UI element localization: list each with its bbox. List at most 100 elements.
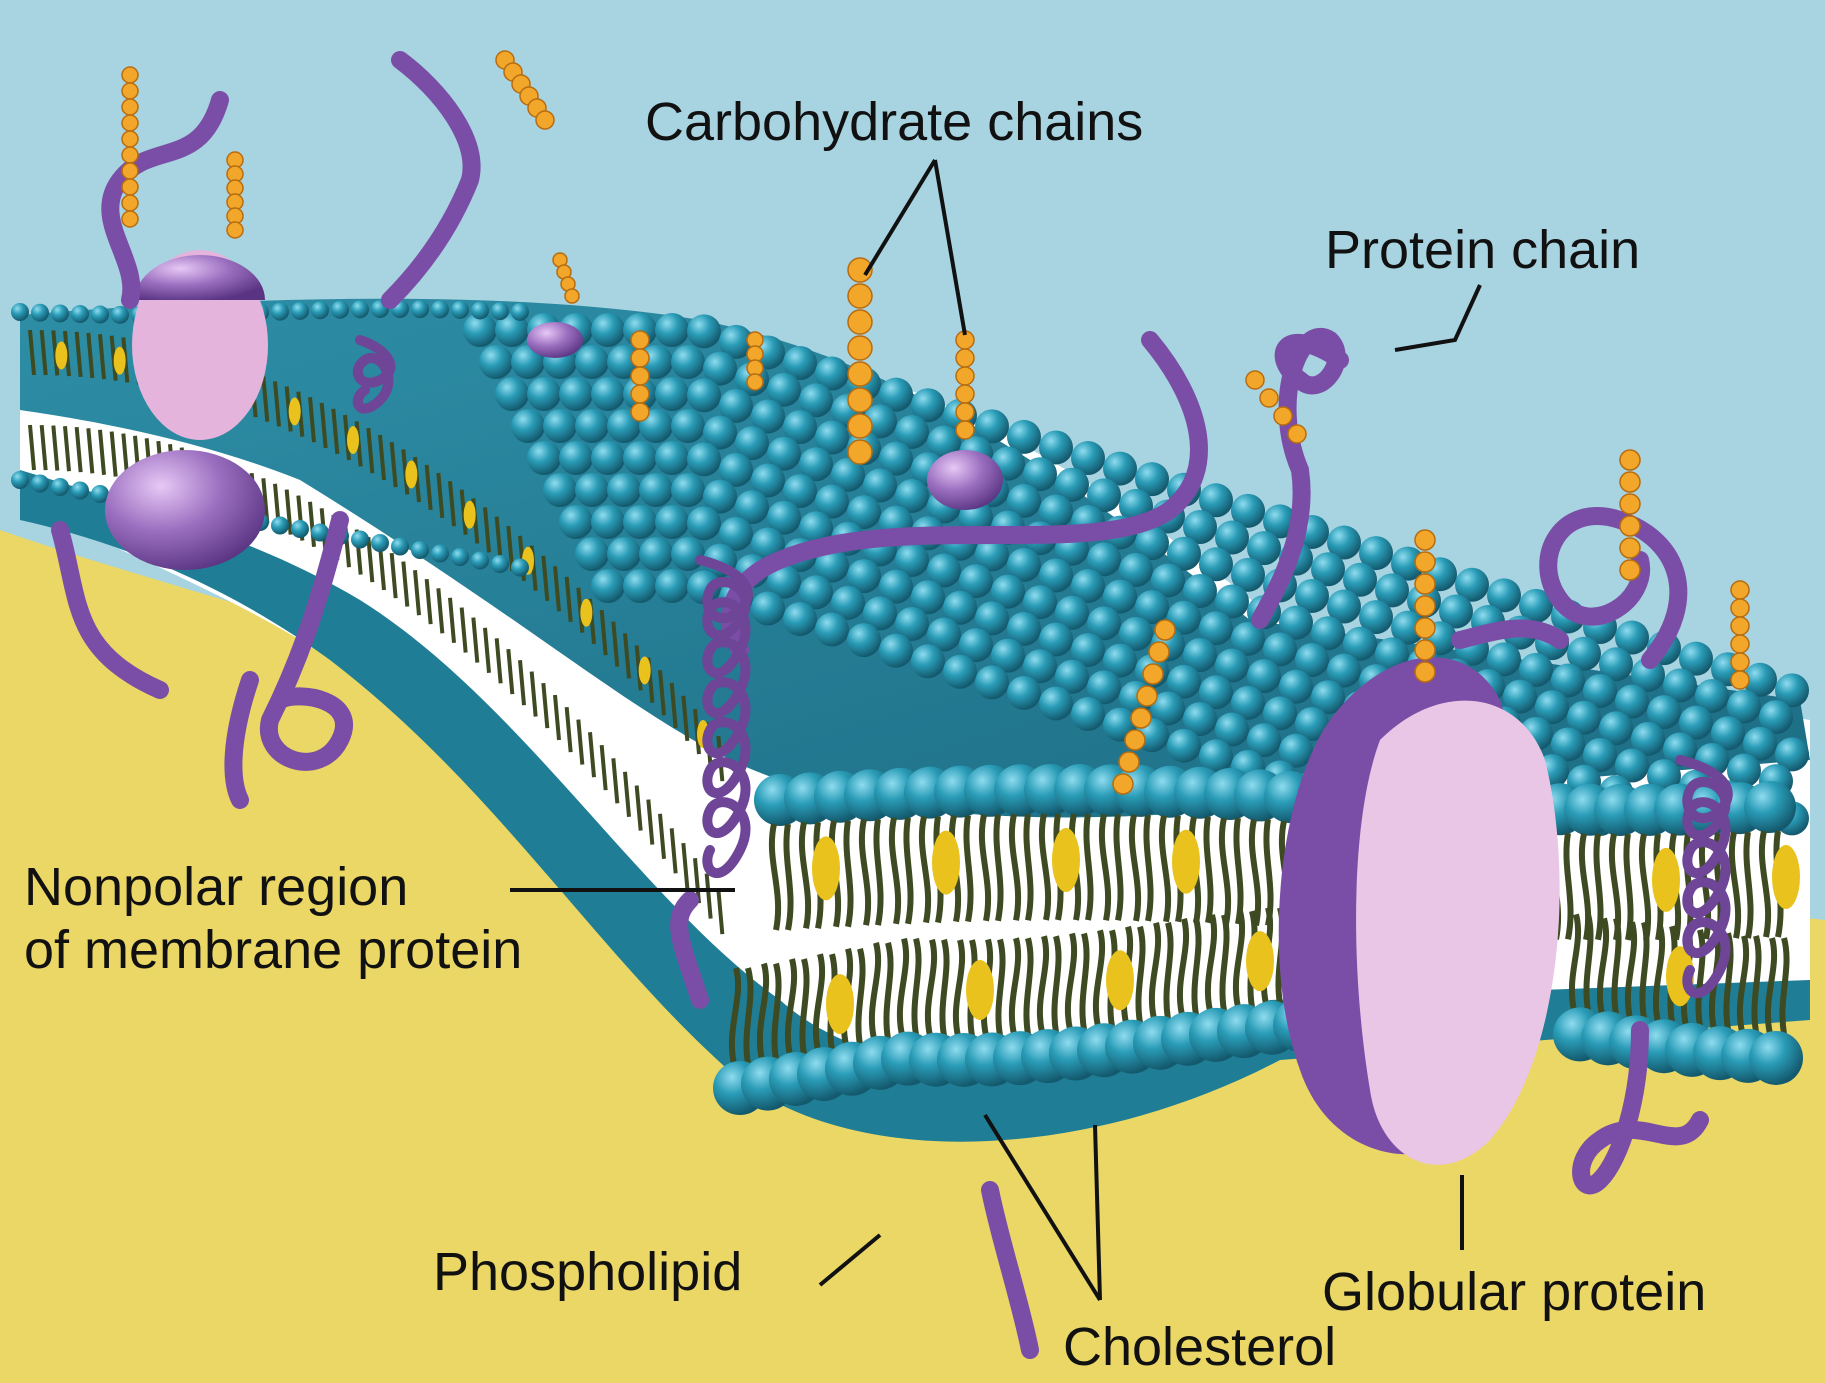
- cholesterol: [347, 426, 359, 454]
- phospholipid-head: [11, 303, 29, 321]
- phospholipid-head: [687, 442, 721, 476]
- cholesterol: [812, 836, 840, 900]
- label-nonpolar-region-line1: Nonpolar region: [24, 857, 408, 917]
- carbohydrate-bead: [848, 362, 872, 386]
- carbohydrate-bead: [565, 289, 579, 303]
- phospholipid-head: [51, 304, 69, 322]
- carbohydrate-bead: [1415, 574, 1435, 594]
- carbohydrate-bead: [1731, 617, 1749, 635]
- phospholipid-head: [575, 473, 609, 507]
- phospholipid-head: [71, 305, 89, 323]
- carbohydrate-bead: [122, 83, 138, 99]
- phospholipid-head: [291, 520, 309, 538]
- label-cholesterol: Cholesterol: [1063, 1317, 1336, 1377]
- cholesterol: [114, 347, 126, 375]
- carbohydrate-bead: [122, 195, 138, 211]
- phospholipid-head: [351, 531, 369, 549]
- phospholipid-head: [451, 301, 469, 319]
- cholesterol: [289, 397, 301, 425]
- phospholipid-head: [431, 545, 449, 563]
- phospholipid-head: [559, 377, 593, 411]
- carbohydrate-bead: [1143, 664, 1163, 684]
- phospholipid-head: [655, 441, 689, 475]
- label-protein-chain: Protein chain: [1325, 220, 1640, 280]
- label-phospholipid: Phospholipid: [433, 1242, 742, 1302]
- carbohydrate-bead: [122, 131, 138, 147]
- phospholipid-head: [1167, 729, 1201, 763]
- phospholipid-head: [623, 505, 657, 539]
- phospholipid-head: [271, 303, 289, 321]
- carbohydrate-bead: [1620, 472, 1640, 492]
- cholesterol: [1772, 845, 1800, 909]
- carbohydrate-bead: [536, 111, 554, 129]
- carbohydrate-bead: [122, 163, 138, 179]
- phospholipid-head: [111, 306, 129, 324]
- cholesterol: [932, 831, 960, 895]
- label-globular-protein: Globular protein: [1322, 1262, 1706, 1322]
- phospholipid-head: [271, 517, 289, 535]
- carbohydrate-bead: [747, 374, 763, 390]
- carbohydrate-bead: [1415, 618, 1435, 638]
- phospholipid-head: [591, 313, 625, 347]
- phospholipid-head: [639, 473, 673, 507]
- carbohydrate-bead: [122, 211, 138, 227]
- phospholipid-head: [1007, 676, 1041, 710]
- phospholipid-head: [11, 471, 29, 489]
- carbohydrate-bead: [227, 222, 243, 238]
- phospholipid-head: [575, 345, 609, 379]
- phospholipid-head: [623, 569, 657, 603]
- phospholipid-head: [71, 482, 89, 500]
- phospholipid-head: [687, 378, 721, 412]
- carbohydrate-bead: [122, 67, 138, 83]
- small-peripheral-protein: [927, 450, 1003, 510]
- carbohydrate-bead: [956, 403, 974, 421]
- phospholipid-head: [1749, 1031, 1803, 1085]
- phospholipid-head: [1744, 781, 1796, 833]
- phospholipid-head: [291, 302, 309, 320]
- phospholipid-head: [371, 534, 389, 552]
- phospholipid-head: [911, 644, 945, 678]
- carbohydrate-bead: [631, 367, 649, 385]
- phospholipid-head: [471, 552, 489, 570]
- carbohydrate-bead: [848, 336, 872, 360]
- phospholipid-head: [495, 377, 529, 411]
- phospholipid-head: [543, 409, 577, 443]
- phospholipid-head: [623, 441, 657, 475]
- phospholipid-head: [687, 314, 721, 348]
- phospholipid-head: [491, 555, 509, 573]
- carbohydrate-bead: [1119, 752, 1139, 772]
- cholesterol: [464, 501, 476, 529]
- cholesterol: [580, 599, 592, 627]
- phospholipid-head: [1071, 697, 1105, 731]
- carbohydrate-bead: [1620, 450, 1640, 470]
- small-peripheral-protein-2: [527, 322, 583, 358]
- phospholipid-head: [31, 475, 49, 493]
- cholesterol: [1106, 950, 1134, 1010]
- carbohydrate-bead: [1415, 596, 1435, 616]
- phospholipid-head: [671, 473, 705, 507]
- cholesterol: [826, 974, 854, 1034]
- carbohydrate-bead: [122, 99, 138, 115]
- phospholipid-head: [391, 538, 409, 556]
- cholesterol: [966, 960, 994, 1020]
- phospholipid-head: [559, 441, 593, 475]
- phospholipid-head: [575, 537, 609, 571]
- phospholipid-head: [847, 623, 881, 657]
- phospholipid-head: [607, 473, 641, 507]
- carbohydrate-bead: [1731, 581, 1749, 599]
- phospholipid-head: [943, 655, 977, 689]
- phospholipid-head: [511, 303, 529, 321]
- cholesterol: [1052, 828, 1080, 892]
- carbohydrate-bead: [631, 331, 649, 349]
- phospholipid-head: [751, 591, 785, 625]
- cholesterol: [405, 460, 417, 488]
- label-carbohydrate-chains: Carbohydrate chains: [645, 92, 1143, 152]
- phospholipid-head: [591, 505, 625, 539]
- phospholipid-head: [671, 409, 705, 443]
- carbohydrate-bead: [1620, 560, 1640, 580]
- phospholipid-head: [575, 409, 609, 443]
- carbohydrate-bead: [956, 367, 974, 385]
- phospholipid-head: [655, 313, 689, 347]
- phospholipid-head: [783, 602, 817, 636]
